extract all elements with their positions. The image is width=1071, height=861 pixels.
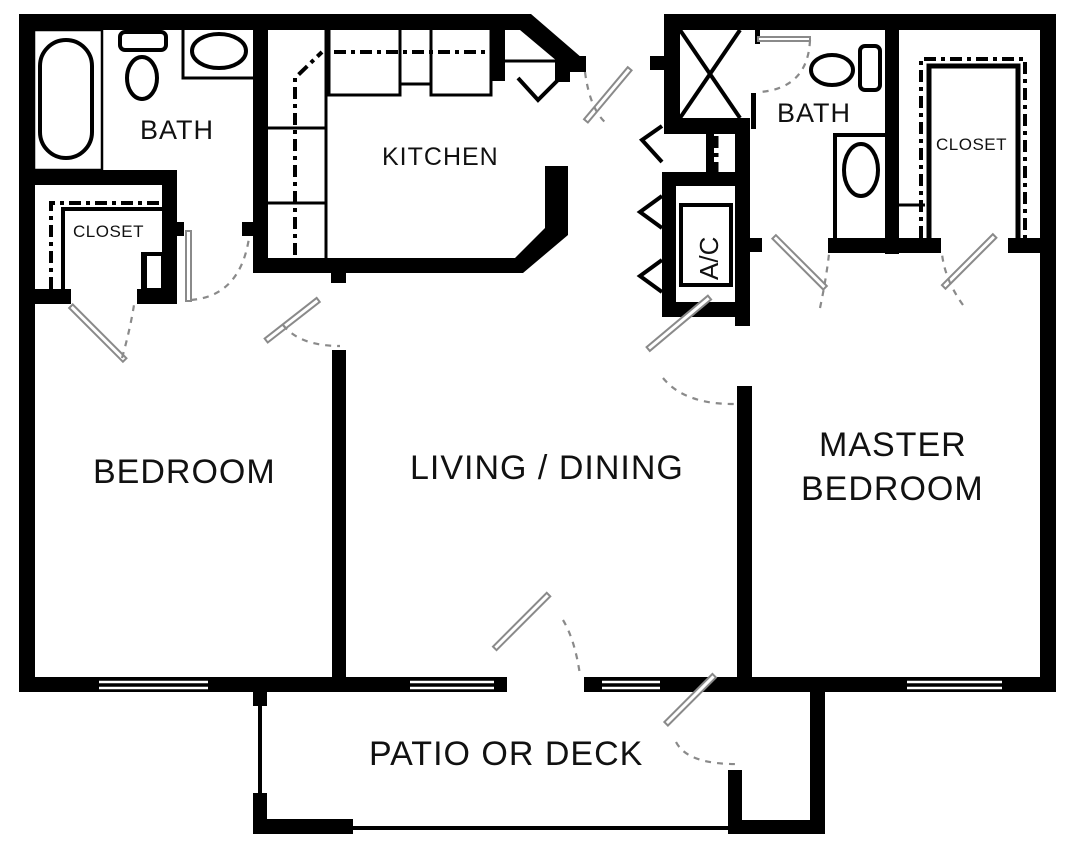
- room-label-bath-right: BATH: [777, 98, 851, 128]
- room-label-bedroom: BEDROOM: [93, 453, 276, 491]
- right-closet: CLOSET: [899, 57, 1027, 238]
- door-entry[interactable]: [582, 65, 633, 124]
- room-label-closet-left: CLOSET: [73, 222, 144, 241]
- sink-icon: [190, 32, 248, 70]
- room-labels: BEDROOM LIVING / DINING MASTER BEDROOM: [93, 426, 984, 508]
- room-label-kitchen: KITCHEN: [382, 143, 499, 171]
- door-left-closet[interactable]: [67, 303, 128, 364]
- kitchen: KITCHEN: [253, 30, 570, 283]
- door-patio-storage[interactable]: [662, 672, 718, 727]
- toilet-icon-right: [809, 53, 855, 87]
- door-patio[interactable]: [491, 591, 552, 652]
- toilet-icon: [125, 55, 159, 101]
- left-closet: CLOSET: [34, 201, 177, 304]
- patio: PATIO OR DECK: [253, 677, 825, 834]
- ac-label: A/C: [694, 237, 724, 280]
- room-label-master-line1: MASTER: [819, 426, 967, 464]
- bathtub-icon: [38, 38, 94, 160]
- door-master-closet[interactable]: [940, 232, 998, 291]
- interior-walls: [332, 350, 752, 678]
- room-label-closet-right: CLOSET: [936, 135, 1007, 154]
- room-label-bath-left: BATH: [140, 115, 214, 145]
- door-master-bedroom[interactable]: [645, 294, 713, 353]
- room-label-patio: PATIO OR DECK: [369, 735, 643, 773]
- doors: [67, 36, 998, 766]
- room-label-living-dining: LIVING / DINING: [410, 449, 684, 487]
- door-right-bath[interactable]: [757, 36, 811, 42]
- toilet-tank-icon: [118, 30, 168, 52]
- toilet-tank-icon-right: [858, 44, 882, 92]
- door-left-bath[interactable]: [185, 230, 192, 302]
- ac-closet: A/C: [636, 118, 761, 326]
- door-master-bath[interactable]: [770, 233, 829, 291]
- left-bath: BATH: [19, 14, 268, 304]
- door-bedroom[interactable]: [263, 296, 322, 344]
- right-bath: BATH: [650, 14, 1056, 254]
- sink-icon-right: [842, 142, 880, 198]
- room-label-master-line2: BEDROOM: [801, 470, 984, 508]
